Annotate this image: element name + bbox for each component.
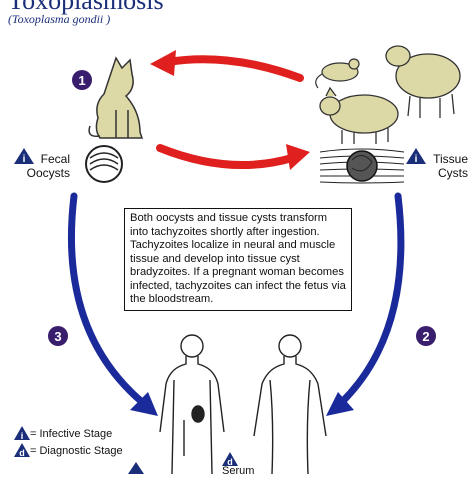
fecal-label-line2: Oocysts [26, 166, 70, 180]
serum-label: Serum [222, 465, 255, 477]
blue-arrow-left [68, 192, 158, 416]
svg-text:2: 2 [422, 329, 429, 344]
tissue-label-line1: Tissue [433, 152, 468, 166]
fecal-oocysts-label: Fecal Oocysts [20, 152, 70, 180]
tissue-cysts-label: Tissue Cysts [418, 152, 468, 180]
legend-infective-icon: i [14, 426, 30, 441]
mouse-figure [315, 58, 360, 89]
fecal-infective-icon: i [14, 148, 34, 165]
svg-text:i: i [23, 154, 26, 165]
human-male-figure [159, 334, 225, 474]
fecal-label-line1: Fecal [40, 152, 70, 166]
legend-diagnostic-label: = Diagnostic Stage [30, 445, 123, 457]
legend-infective-label: = Infective Stage [30, 428, 113, 440]
oocyst-figure [85, 145, 123, 183]
svg-text:d: d [227, 457, 233, 467]
svg-text:1: 1 [78, 73, 85, 88]
tissue-label-line2: Cysts [438, 166, 468, 180]
step-2-marker: 2 [416, 326, 436, 346]
pig-figure [319, 86, 399, 144]
red-arrow-bottom [156, 144, 310, 170]
bottom-infective-icon [128, 462, 144, 474]
info-text-box: Both oocysts and tissue cysts transform … [124, 208, 352, 311]
red-arrow-top [150, 50, 304, 82]
blue-arrow-right [326, 192, 405, 416]
tissue-cyst-figure [319, 148, 405, 184]
human-female-figure [253, 334, 327, 474]
step-3-marker: 3 [48, 326, 68, 346]
page-title: Toxoplasmosis [8, 0, 164, 15]
legend-diagnostic-icon: d [14, 443, 30, 458]
serum-diagnostic-icon: d [222, 452, 238, 467]
svg-text:3: 3 [54, 329, 61, 344]
svg-text:i: i [21, 431, 24, 441]
sheep-figure [385, 45, 461, 118]
tissue-infective-icon: i [406, 148, 426, 165]
svg-text:i: i [415, 154, 418, 165]
svg-text:d: d [19, 448, 25, 458]
cat-figure [88, 56, 144, 139]
step-1-marker: 1 [72, 70, 92, 90]
page-subtitle: (Toxoplasma gondii ) [8, 12, 111, 26]
